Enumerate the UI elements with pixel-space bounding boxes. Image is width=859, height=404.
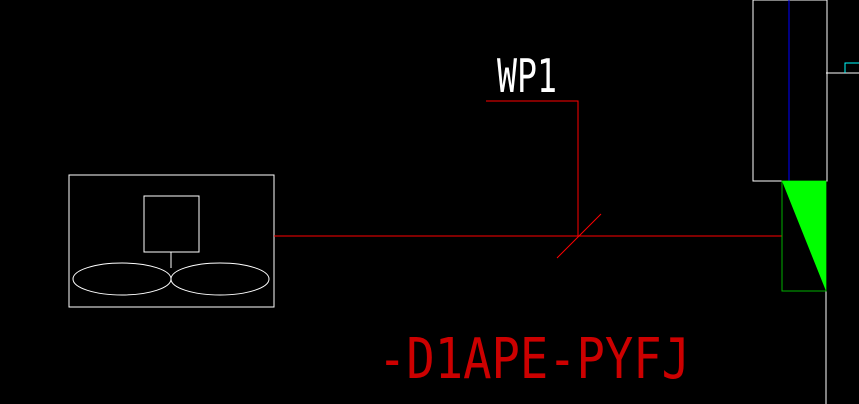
wiring xyxy=(274,100,782,259)
fan-unit-icon xyxy=(68,174,275,308)
wedge-terminal-icon xyxy=(781,180,827,292)
wire-tick-mark xyxy=(556,213,602,259)
fan-unit-outline xyxy=(68,174,275,308)
wedge-fill xyxy=(782,181,826,291)
leader-wire xyxy=(486,100,579,236)
cyan-corner-line xyxy=(844,62,859,73)
fan-blade-right xyxy=(170,262,270,296)
device-code-label: -D1APE-PYFJ xyxy=(378,327,690,392)
wp-tag-label: WP1 xyxy=(497,49,557,103)
